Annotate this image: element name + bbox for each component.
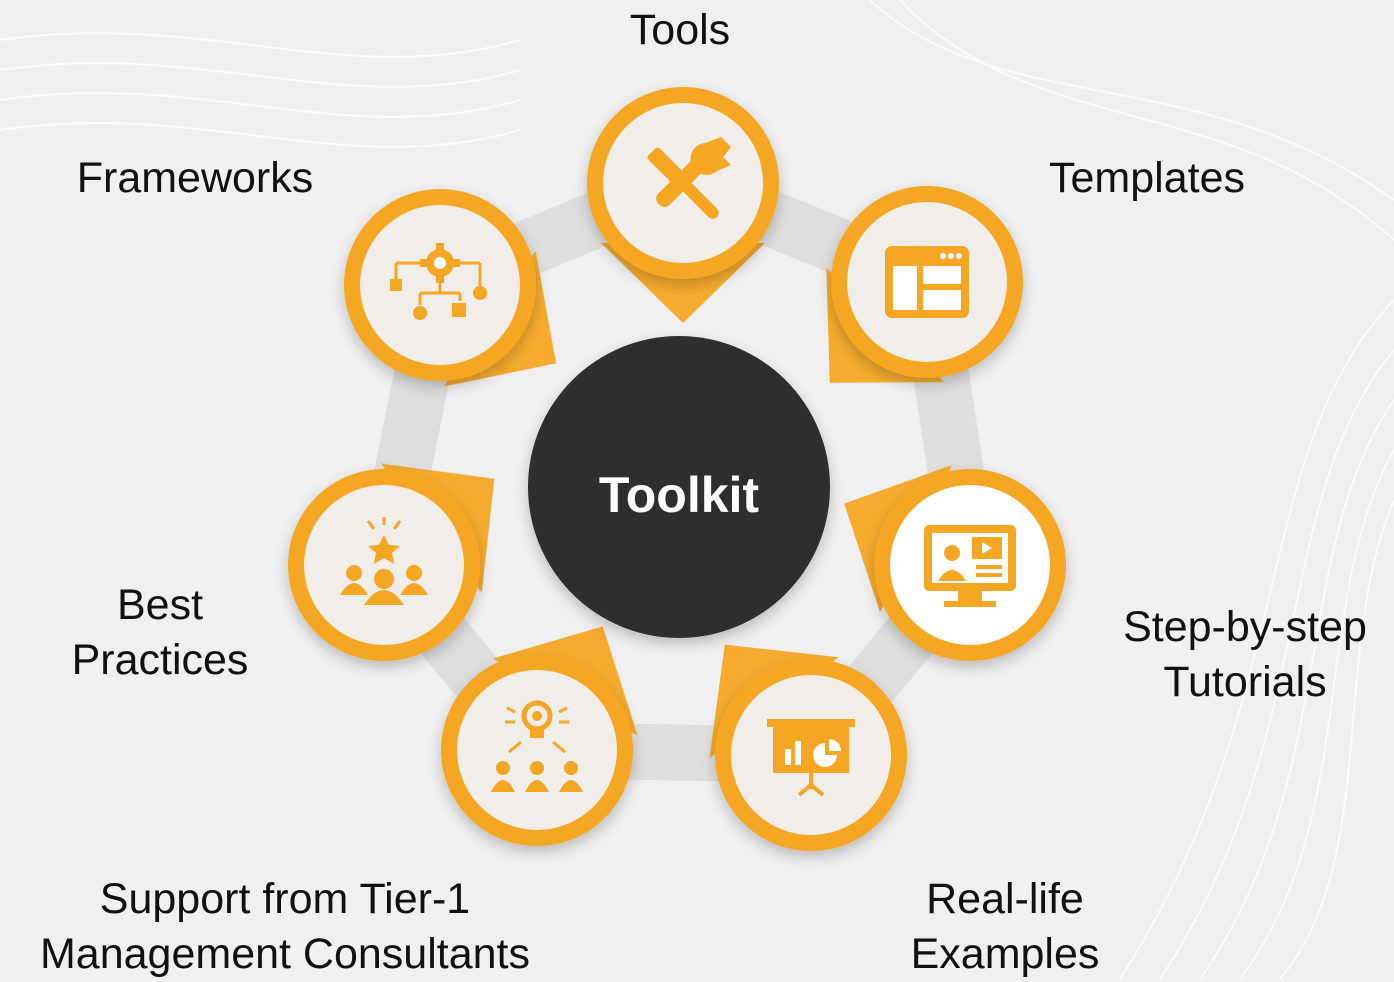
label-support-line-2: Management Consultants bbox=[39, 930, 530, 978]
idea-team-icon bbox=[491, 700, 583, 792]
center-circle bbox=[528, 336, 830, 638]
label-support-line-1: Support from Tier-1 bbox=[99, 875, 471, 923]
label-practices-line-1: Best bbox=[116, 581, 204, 629]
label-support: Support from Tier-1 Management Consultan… bbox=[0, 872, 570, 982]
template-layout-icon bbox=[885, 246, 969, 318]
label-frameworks: Frameworks bbox=[55, 151, 335, 206]
label-tutorials: Step-by-step Tutorials bbox=[1100, 600, 1390, 710]
node-inner-practices bbox=[304, 485, 464, 645]
video-tutorial-icon bbox=[924, 525, 1016, 607]
flowchart-gear-icon bbox=[390, 243, 487, 320]
label-practices: Best Practices bbox=[40, 578, 280, 688]
label-tools: Tools bbox=[580, 3, 780, 58]
presentation-chart-icon bbox=[767, 719, 855, 797]
center-label: Toolkit bbox=[598, 467, 760, 523]
label-templates-line-1: Templates bbox=[1049, 154, 1245, 202]
label-examples-line-2: Examples bbox=[910, 930, 1100, 978]
label-examples-line-1: Real-life bbox=[926, 875, 1084, 923]
label-tools-line-1: Tools bbox=[629, 6, 731, 54]
label-tutorials-line-2: Tutorials bbox=[1163, 658, 1327, 706]
team-star-icon bbox=[340, 517, 428, 605]
node-inner-support bbox=[457, 670, 617, 830]
label-templates: Templates bbox=[1022, 151, 1272, 206]
tools-icon bbox=[647, 137, 731, 219]
label-frameworks-line-1: Frameworks bbox=[76, 154, 314, 202]
label-practices-line-2: Practices bbox=[71, 636, 249, 684]
label-tutorials-line-1: Step-by-step bbox=[1123, 603, 1367, 651]
label-examples: Real-life Examples bbox=[880, 872, 1130, 982]
